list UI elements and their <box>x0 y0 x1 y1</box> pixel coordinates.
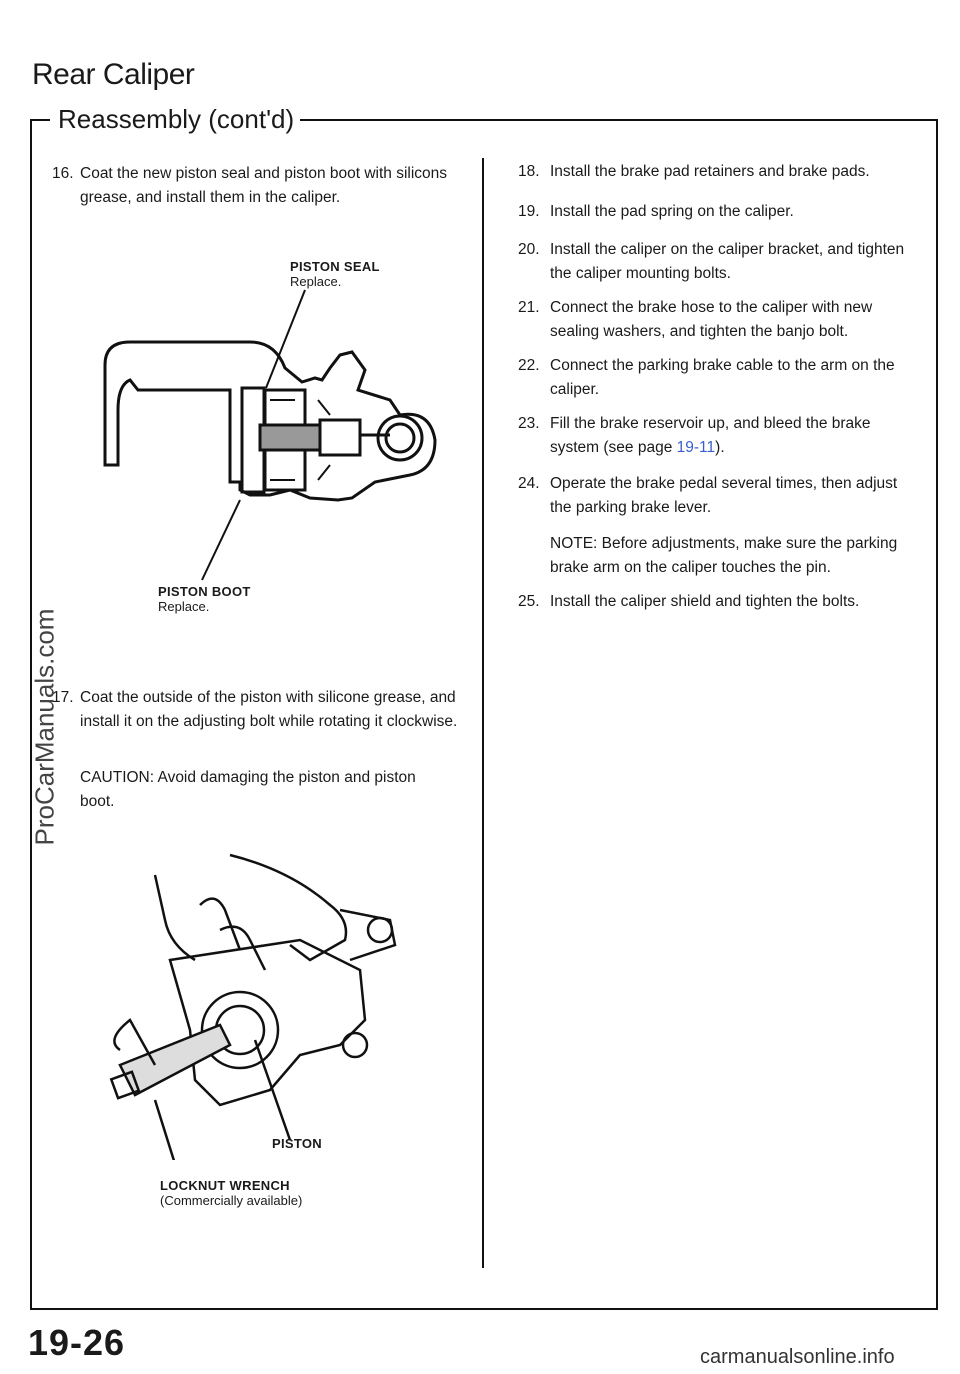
step-text-after-link: ). <box>715 439 725 456</box>
step-number: 24. <box>518 475 540 492</box>
step-text: Coat the new piston seal and piston boot… <box>80 165 448 206</box>
piston-seal-instruction: Replace. <box>290 274 342 289</box>
section-subtitle: Reassembly (cont'd) <box>58 104 295 134</box>
locknut-wrench-label: LOCKNUT WRENCH <box>160 1178 290 1193</box>
step-24: 24. Operate the brake pedal several time… <box>518 472 920 520</box>
step-18: 18. Install the brake pad retainers and … <box>518 160 920 184</box>
step-text: Connect the parking brake cable to the a… <box>550 357 895 398</box>
watermark-left: ProCarManuals.com <box>29 608 60 846</box>
step-text: Install the caliper on the caliper brack… <box>550 241 905 282</box>
page-title: Rear Caliper <box>32 58 195 91</box>
step-text-before-link: Fill the brake reservoir up, and bleed t… <box>550 415 871 456</box>
step-20: 20. Install the caliper on the caliper b… <box>518 238 920 286</box>
frame-right-line <box>936 119 938 1309</box>
note-text: NOTE: Before adjustments, make sure the … <box>550 535 898 576</box>
frame-top-right-line <box>300 119 937 121</box>
step-number: 19. <box>518 203 540 220</box>
caution-text: CAUTION: Avoid damaging the piston and p… <box>80 769 416 810</box>
step-text: Fill the brake reservoir up, and bleed t… <box>518 412 920 460</box>
piston-boot-label: PISTON BOOT <box>158 584 251 599</box>
piston-boot-instruction: Replace. <box>158 599 210 614</box>
column-divider <box>482 158 484 1268</box>
step-number: 20. <box>518 241 540 258</box>
step-16: 16. Coat the new piston seal and piston … <box>52 162 460 210</box>
step-text: Install the pad spring on the caliper. <box>550 203 794 220</box>
step-number: 21. <box>518 299 540 316</box>
step-number: 17. <box>52 689 74 706</box>
step-22: 22. Connect the parking brake cable to t… <box>518 354 920 402</box>
locknut-wrench-note: (Commercially available) <box>160 1193 303 1208</box>
piston-seal-callout: PISTON SEAL Replace. <box>290 259 380 289</box>
step-text: Install the caliper shield and tighten t… <box>550 593 860 610</box>
step-19: 19. Install the pad spring on the calipe… <box>518 200 920 224</box>
step-23: 23. Fill the brake reservoir up, and ble… <box>518 412 920 460</box>
page-number: 19-26 <box>28 1322 126 1363</box>
step-text: Install the brake pad retainers and brak… <box>550 163 870 180</box>
piston-seal-label: PISTON SEAL <box>290 259 380 274</box>
frame-left-line <box>30 119 32 1309</box>
caliper-cutaway-illustration <box>103 289 437 581</box>
locknut-wrench-callout: LOCKNUT WRENCH (Commercially available) <box>160 1178 302 1208</box>
frame-bottom-line <box>30 1308 938 1310</box>
step-text: Operate the brake pedal several times, t… <box>550 475 898 516</box>
step-number: 25. <box>518 593 540 610</box>
step-number: 23. <box>518 415 540 432</box>
step-25: 25. Install the caliper shield and tight… <box>518 590 920 614</box>
watermark-bottom: carmanualsonline.info <box>700 1346 895 1368</box>
page-reference-link[interactable]: 19-11 <box>676 439 716 456</box>
step-number: 16. <box>52 165 74 182</box>
piston-boot-callout: PISTON BOOT Replace. <box>158 584 251 614</box>
step-text: Coat the outside of the piston with sili… <box>80 689 458 730</box>
step-text: Connect the brake hose to the caliper wi… <box>550 299 873 340</box>
step-number: 22. <box>518 357 540 374</box>
step-number: 18. <box>518 163 540 180</box>
frame-top-left-line <box>30 119 50 121</box>
piston-label: PISTON <box>272 1136 322 1151</box>
step-21: 21. Connect the brake hose to the calipe… <box>518 296 920 344</box>
step-17: 17. Coat the outside of the piston with … <box>52 686 460 734</box>
piston-install-illustration <box>109 853 397 1160</box>
